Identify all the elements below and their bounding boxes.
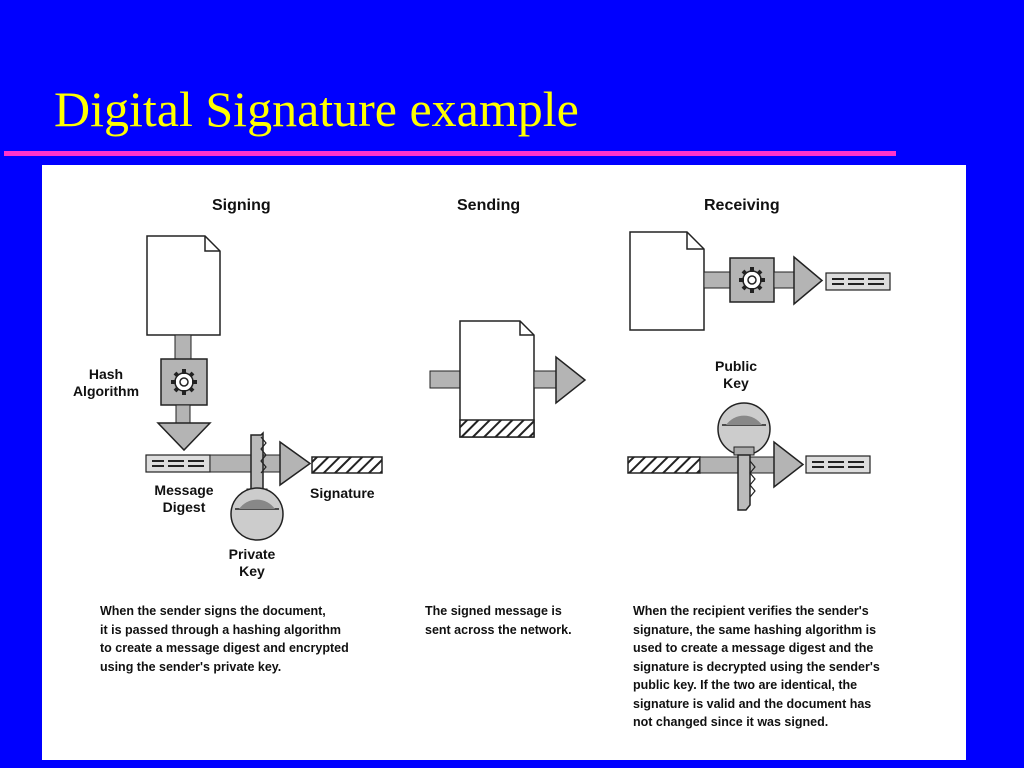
label-public-key: Public Key [714, 358, 757, 391]
receiving-top-arrow-icon [793, 255, 824, 306]
signing-digest-bar-icon [145, 454, 211, 473]
signing-hash-box [160, 358, 208, 406]
caption-sending: The signed message is sent across the ne… [425, 604, 572, 637]
column-heading-signing: Signing [212, 197, 271, 214]
receiving-connector-b [773, 271, 795, 289]
caption-receiving: When the recipient verifies the sender's… [633, 604, 880, 729]
label-hash-algorithm: Hash Algorithm [72, 366, 140, 399]
caption-signing: When the sender signs the document, it i… [100, 604, 349, 674]
signing-right-arrow-icon [279, 440, 312, 487]
private-key-icon [230, 431, 284, 541]
diagram-panel: Signing Sending Receiving Hash Algorithm… [42, 165, 966, 760]
sending-left-connector [429, 370, 461, 389]
receiving-signature-bar-icon [627, 456, 701, 474]
sending-right-connector [533, 370, 557, 389]
receiving-connector-a [703, 271, 731, 289]
connector-doc-to-hash [174, 334, 192, 360]
down-arrow-icon [156, 422, 212, 452]
signing-signature-bar-icon [311, 456, 383, 474]
label-private-key: Private Key [228, 546, 276, 579]
column-heading-sending: Sending [457, 197, 521, 214]
column-heading-receiving: Receiving [704, 197, 780, 214]
receiving-hash-box [729, 257, 775, 303]
label-signature: Signature [310, 485, 375, 501]
signing-document-icon [146, 235, 221, 336]
receiving-document-icon [629, 231, 705, 331]
receiving-bottom-arrow-icon [773, 440, 805, 489]
label-message-digest: Message Digest [154, 482, 214, 515]
receiving-connector-c [699, 456, 775, 474]
connector-digest-to-arrow [209, 454, 281, 473]
receiving-digest-bar-bottom-icon [805, 455, 871, 474]
sending-right-arrow-icon [555, 355, 587, 405]
diagram-graphics [145, 231, 891, 541]
receiving-digest-bar-top-icon [825, 272, 891, 291]
slide-title: Digital Signature example [54, 81, 579, 137]
title-underline [4, 151, 896, 156]
connector-hash-to-digest [175, 404, 191, 424]
public-key-icon [717, 402, 771, 511]
sending-document-icon [459, 320, 535, 438]
